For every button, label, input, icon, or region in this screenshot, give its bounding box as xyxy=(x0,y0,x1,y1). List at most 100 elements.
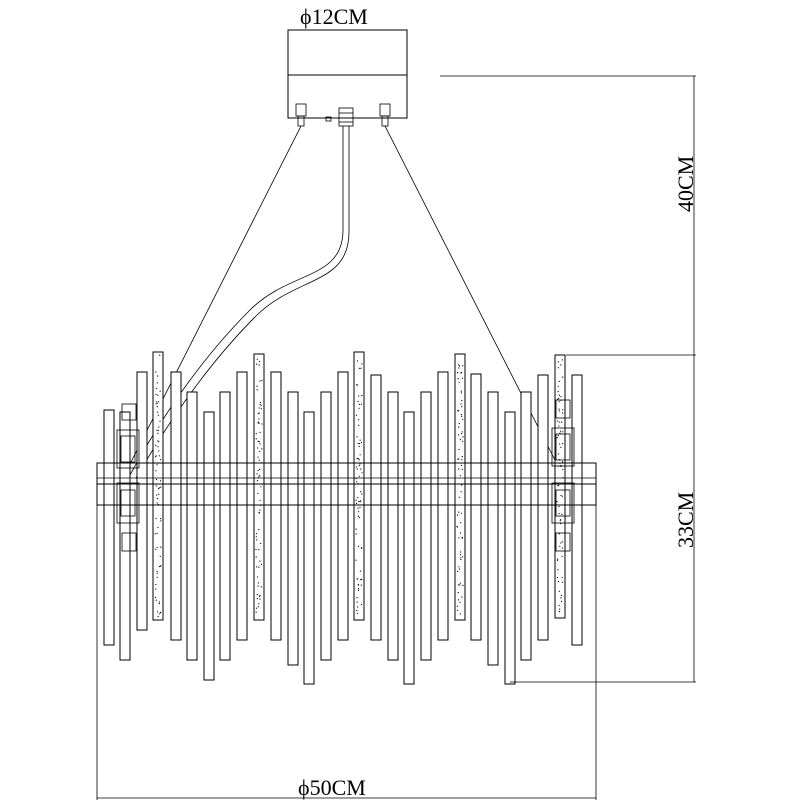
rod-texture-dot xyxy=(158,487,160,489)
rod-texture-dot xyxy=(158,401,160,403)
rod-texture-dot xyxy=(259,560,261,562)
rod-texture-dot xyxy=(258,364,260,366)
textured-glass-rod xyxy=(152,351,164,621)
rod-texture-dot xyxy=(157,414,159,416)
rod-texture-dot xyxy=(458,568,460,570)
rod-texture-dot xyxy=(256,598,258,600)
rod-texture-dot xyxy=(158,565,161,568)
rod-texture-dot xyxy=(258,595,261,598)
rod-texture-dot xyxy=(458,367,460,369)
rod-texture-dot xyxy=(457,458,459,460)
rod-texture-dot xyxy=(458,496,460,498)
rod-texture-dot xyxy=(260,542,262,545)
rod-texture-dot xyxy=(359,517,361,519)
rod-texture-dot xyxy=(458,458,460,460)
rod-texture-dot xyxy=(356,597,358,599)
glass-rod xyxy=(520,391,532,661)
rod-texture-dot xyxy=(357,583,359,586)
rod-texture-dot xyxy=(360,500,362,502)
rod-texture-dot xyxy=(460,372,462,374)
rod-texture-dot xyxy=(358,407,360,409)
rod-texture-dot xyxy=(258,549,260,551)
rod-texture-dot xyxy=(459,439,461,441)
rod-texture-dot xyxy=(155,371,157,373)
rod-texture-dot xyxy=(562,581,564,583)
rod-texture-dot xyxy=(159,420,161,422)
rod-texture-dot xyxy=(460,512,462,514)
rod-texture-dot xyxy=(257,456,259,458)
rod-texture-dot xyxy=(257,606,259,608)
rod-texture-dot xyxy=(355,414,357,416)
rod-texture-dot xyxy=(357,515,359,517)
rod-texture-dot xyxy=(557,361,559,363)
rod-texture-dot xyxy=(256,473,258,475)
rod-texture-dot xyxy=(359,367,361,369)
rod-texture-dot xyxy=(258,529,260,531)
rod-texture-dot xyxy=(562,412,564,414)
rod-texture-dot xyxy=(457,592,459,594)
rod-texture-dot xyxy=(256,358,258,360)
rod-texture-dot xyxy=(560,597,562,599)
rod-texture-dot xyxy=(259,450,261,453)
rod-texture-dot xyxy=(256,480,259,482)
rod-texture-dot xyxy=(155,485,157,487)
rod-texture-dot xyxy=(258,603,260,605)
body-height-label: 33CM xyxy=(673,492,698,548)
rod-texture-dot xyxy=(557,367,560,369)
rod-texture-dot xyxy=(357,497,359,499)
rod-texture-dot xyxy=(258,441,260,443)
rod-texture-dot xyxy=(158,455,161,457)
glass-rod xyxy=(119,411,131,661)
rod-texture-dot xyxy=(357,458,359,460)
rod-texture-dot xyxy=(361,363,363,365)
rod-texture-dot xyxy=(557,391,559,393)
rod-texture-dot xyxy=(155,401,157,403)
rod-texture-dot xyxy=(155,456,157,458)
rod-texture-dot xyxy=(557,569,559,571)
rod-texture-dot xyxy=(259,598,261,600)
rod-texture-dot xyxy=(257,469,259,472)
rod-texture-dot xyxy=(159,390,161,392)
rod-texture-dot xyxy=(356,436,358,438)
rod-texture-dot xyxy=(259,360,261,363)
rod-texture-dot xyxy=(457,514,459,516)
rod-texture-dot xyxy=(156,494,158,496)
textured-glass-rod xyxy=(253,353,265,621)
rod-texture-dot xyxy=(257,422,259,424)
rod-texture-dot xyxy=(562,468,564,470)
rod-texture-dot xyxy=(158,603,160,605)
rod-texture-dot xyxy=(458,434,460,436)
rod-texture-dot xyxy=(357,588,360,590)
glass-rod xyxy=(420,391,432,661)
glass-rod xyxy=(203,411,215,681)
rod-texture-dot xyxy=(557,385,559,387)
rod-texture-dot xyxy=(358,475,360,477)
rod-texture-dot xyxy=(460,390,462,392)
rod-texture-dot xyxy=(458,448,460,451)
glass-rod xyxy=(136,371,148,631)
rod-texture-dot xyxy=(156,387,158,389)
rod-texture-dot xyxy=(356,578,358,580)
rod-texture-dot xyxy=(259,475,261,477)
rod-texture-dot xyxy=(559,432,561,434)
rod-texture-dot xyxy=(258,407,260,409)
rod-texture-dot xyxy=(154,533,156,535)
rod-texture-dot xyxy=(457,378,459,380)
rod-texture-dot xyxy=(561,576,563,578)
rod-texture-dot xyxy=(461,484,463,486)
rod-texture-dot xyxy=(158,426,160,428)
rod-texture-dot xyxy=(260,405,262,407)
rod-texture-dot xyxy=(556,576,559,579)
rod-texture-dot xyxy=(560,600,563,603)
glass-rod xyxy=(470,373,482,641)
rod-texture-dot xyxy=(257,582,259,584)
rod-texture-dot xyxy=(457,599,460,601)
rod-texture-dot xyxy=(458,566,460,568)
rod-texture-dot xyxy=(155,548,157,551)
rod-texture-dot xyxy=(358,403,360,405)
rod-texture-dot xyxy=(157,429,159,432)
rod-texture-dot xyxy=(557,581,560,583)
rod-texture-dot xyxy=(461,537,463,539)
rod-texture-dot xyxy=(360,403,362,405)
rod-texture-dot xyxy=(160,518,162,520)
